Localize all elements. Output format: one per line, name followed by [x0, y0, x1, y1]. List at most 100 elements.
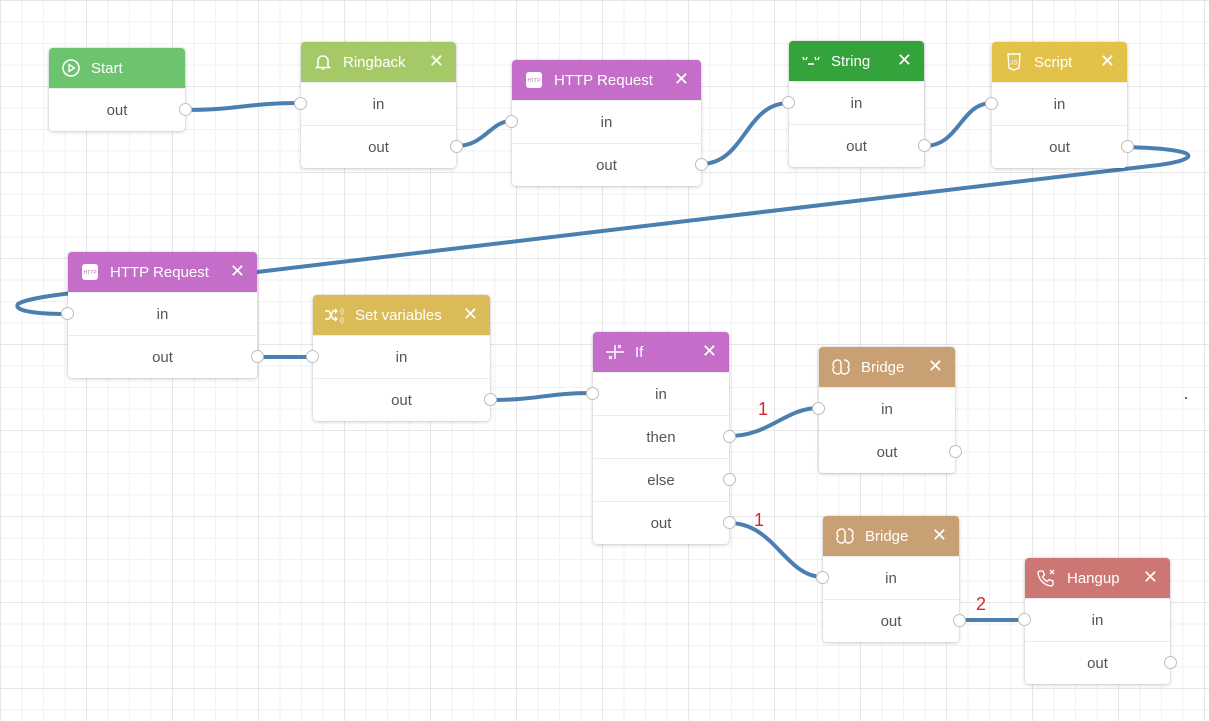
node-header[interactable]: Bridge ✕ — [823, 516, 959, 556]
input-port[interactable] — [816, 571, 829, 584]
output-port[interactable] — [949, 445, 962, 458]
input-port[interactable] — [505, 115, 518, 128]
input-port[interactable] — [294, 97, 307, 110]
close-icon[interactable]: ✕ — [1099, 51, 1115, 71]
input-port[interactable] — [985, 97, 998, 110]
close-icon[interactable]: ✕ — [428, 51, 444, 71]
node-http-request-1[interactable]: HTTP HTTP Request ✕ in out — [505, 60, 708, 186]
bridge-icon — [828, 354, 854, 380]
node-http-request-2[interactable]: HTTP HTTP Request ✕ in out — [61, 252, 264, 378]
port-row-out: out — [313, 378, 497, 421]
output-port[interactable] — [450, 140, 463, 153]
port-label: out — [106, 101, 128, 119]
close-icon[interactable]: ✕ — [896, 50, 912, 70]
canvas-dot — [1185, 397, 1187, 399]
close-icon[interactable]: ✕ — [701, 341, 717, 361]
close-icon[interactable]: ✕ — [927, 356, 943, 376]
node-header[interactable]: JS Script ✕ — [992, 42, 1127, 82]
output-port[interactable] — [918, 139, 931, 152]
node-bridge-2[interactable]: Bridge ✕ in out — [816, 516, 966, 642]
node-header[interactable]: HTTP HTTP Request ✕ — [68, 252, 257, 292]
port-label: out — [650, 514, 672, 532]
node-title: String — [831, 52, 871, 70]
port-row-in: in — [294, 82, 456, 125]
svg-text:HTTP: HTTP — [527, 78, 541, 84]
output-port[interactable] — [179, 103, 192, 116]
edge-label-then: 1 — [758, 399, 769, 419]
output-port[interactable] — [695, 158, 708, 171]
node-header[interactable]: Ringback ✕ — [301, 42, 456, 82]
input-port[interactable] — [812, 402, 825, 415]
node-header[interactable]: String ✕ — [789, 41, 924, 81]
node-title: Start — [91, 59, 123, 77]
port-label: in — [655, 385, 667, 403]
output-port[interactable] — [1121, 140, 1134, 153]
port-label: out — [368, 138, 389, 156]
http-icon: HTTP — [77, 259, 103, 285]
node-if[interactable]: If ✕ in then else out — [586, 332, 736, 544]
node-hangup[interactable]: Hangup ✕ in out — [1018, 558, 1177, 684]
node-bridge-1[interactable]: Bridge ✕ in out — [812, 347, 962, 473]
node-header[interactable]: {} {} Set variables ✕ — [313, 295, 490, 335]
close-icon[interactable]: ✕ — [229, 261, 245, 281]
string-icon — [798, 48, 824, 74]
bridge-icon — [832, 523, 858, 549]
close-icon[interactable]: ✕ — [673, 69, 689, 89]
input-port[interactable] — [61, 307, 74, 320]
input-port[interactable] — [1018, 613, 1031, 626]
output-port[interactable] — [251, 350, 264, 363]
output-port-else[interactable] — [723, 473, 736, 486]
phone-hangup-icon — [1034, 565, 1060, 591]
node-title: Bridge — [861, 358, 905, 376]
svg-text:HTTP: HTTP — [83, 270, 97, 276]
node-header[interactable]: Start — [49, 48, 185, 88]
wire-setvars-if — [488, 391, 595, 402]
port-row-out: out — [823, 599, 966, 642]
input-port[interactable] — [782, 96, 795, 109]
node-title: HTTP Request — [110, 263, 209, 281]
input-port[interactable] — [586, 387, 599, 400]
node-header[interactable]: Hangup ✕ — [1025, 558, 1170, 598]
input-port[interactable] — [306, 350, 319, 363]
node-title: Set variables — [355, 306, 442, 324]
port-row-out: out — [512, 143, 708, 186]
port-label: in — [885, 569, 897, 587]
node-title: Bridge — [865, 527, 909, 545]
wire-out-bridge2 — [727, 521, 825, 579]
port-label: in — [881, 400, 893, 418]
svg-text:{}: {} — [340, 318, 344, 324]
node-title: Ringback — [343, 53, 406, 71]
close-icon[interactable]: ✕ — [1142, 567, 1158, 587]
wire-ringback-http1 — [454, 119, 514, 148]
port-row-out: out — [819, 430, 962, 473]
wire-string-script — [922, 101, 994, 148]
node-string[interactable]: String ✕ in out — [782, 41, 931, 167]
edge-label-hangup: 2 — [976, 594, 987, 614]
node-start[interactable]: Start out — [49, 48, 192, 131]
close-icon[interactable]: ✕ — [462, 304, 478, 324]
port-label: in — [1091, 611, 1104, 629]
port-label: in — [600, 113, 613, 131]
port-row-in: in — [61, 292, 257, 335]
output-port[interactable] — [723, 516, 736, 529]
port-row-out: out — [1025, 641, 1177, 684]
node-header[interactable]: If ✕ — [593, 332, 729, 372]
output-port[interactable] — [484, 393, 497, 406]
port-row-out: out — [593, 501, 736, 544]
port-label: in — [156, 305, 169, 323]
variables-icon: {} {} — [322, 302, 348, 328]
close-icon[interactable]: ✕ — [931, 525, 947, 545]
node-ringback[interactable]: Ringback ✕ in out — [294, 42, 463, 168]
node-header[interactable]: HTTP HTTP Request ✕ — [512, 60, 701, 100]
output-port[interactable] — [953, 614, 966, 627]
svg-text:{}: {} — [340, 309, 344, 315]
node-header[interactable]: Bridge ✕ — [819, 347, 955, 387]
port-row-in: in — [1018, 598, 1170, 641]
output-port-then[interactable] — [723, 430, 736, 443]
output-port[interactable] — [1164, 656, 1177, 669]
node-script[interactable]: JS Script ✕ in out — [985, 42, 1134, 168]
if-branch-icon — [602, 339, 628, 365]
port-label: out — [152, 348, 173, 366]
port-label: out — [876, 443, 898, 461]
node-set-variables[interactable]: {}{} Set variables ✕ in out — [306, 295, 497, 421]
